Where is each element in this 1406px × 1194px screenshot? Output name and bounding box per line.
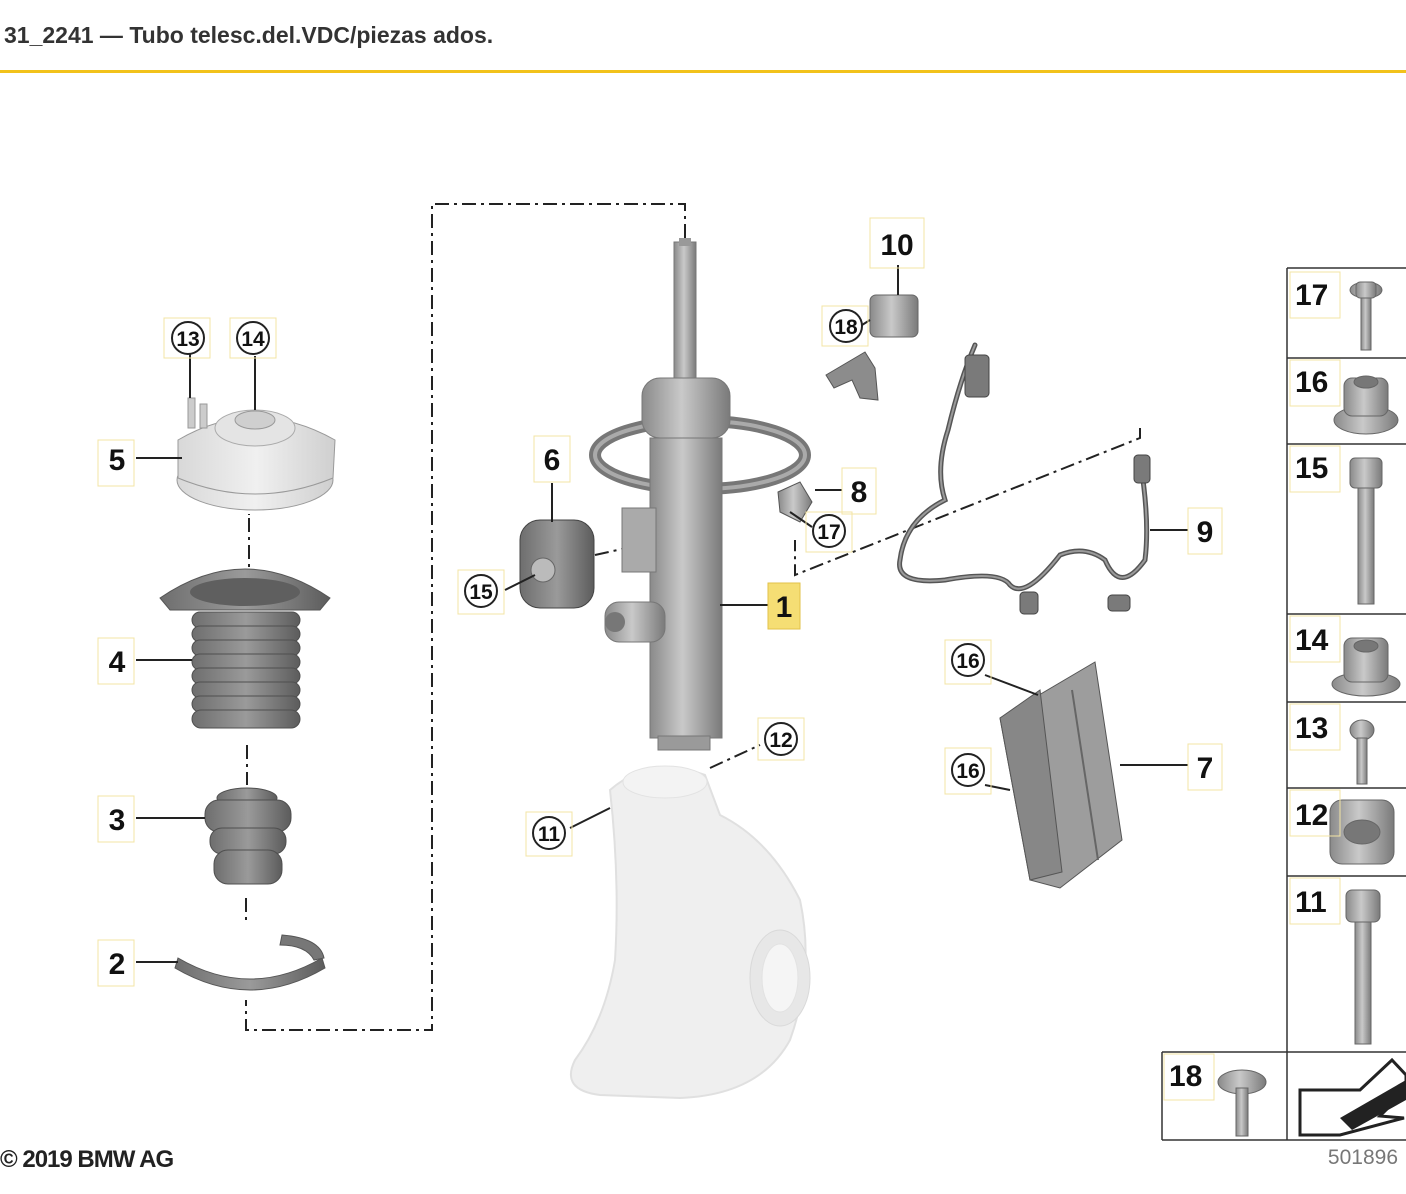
top-mount: [176, 397, 336, 511]
legend-12[interactable]: 12: [1295, 799, 1328, 832]
legend-15[interactable]: 15: [1295, 452, 1328, 485]
wiring-harness: [897, 342, 1151, 615]
callout-9[interactable]: 9: [1197, 516, 1214, 549]
callout-8[interactable]: 8: [851, 476, 868, 509]
ref-13[interactable]: 13: [176, 328, 199, 351]
spring-seat: [174, 934, 326, 991]
steering-knuckle: [569, 765, 811, 1100]
ref-11[interactable]: 11: [538, 823, 561, 846]
legend-14[interactable]: 14: [1295, 624, 1329, 657]
callout-2[interactable]: 2: [109, 948, 126, 981]
callout-7[interactable]: 7: [1197, 752, 1214, 785]
height-sensor: [825, 294, 919, 401]
dust-boot: [159, 568, 331, 729]
damper-mount: [519, 519, 595, 609]
circled-refs: [163, 305, 992, 857]
legend-13[interactable]: 13: [1295, 712, 1328, 745]
hardware-legend: [1161, 267, 1406, 1141]
ref-12[interactable]: 12: [769, 729, 792, 752]
ref-16-lower[interactable]: 16: [956, 760, 979, 783]
document-number: 501896: [1327, 1146, 1398, 1169]
vdc-control-unit: [999, 661, 1123, 889]
callout-10[interactable]: 10: [880, 229, 913, 262]
callout-3[interactable]: 3: [109, 804, 126, 837]
page-header: 31_2241 — Tubo telesc.del.VDC/piezas ado…: [0, 0, 1406, 73]
ref-17[interactable]: 17: [817, 521, 840, 544]
ref-18[interactable]: 18: [834, 316, 858, 339]
bump-stop: [204, 787, 292, 885]
ref-14[interactable]: 14: [241, 328, 265, 351]
callout-5[interactable]: 5: [109, 444, 126, 477]
ref-16-upper[interactable]: 16: [956, 650, 979, 673]
vdc-strut: [589, 238, 811, 751]
parts-diagram: 1 5 4 3 2 6 8 9 7 10: [97, 203, 1406, 1141]
callout-1-highlight: [767, 582, 801, 630]
ref-15[interactable]: 15: [469, 581, 493, 604]
callout-1[interactable]: 1: [776, 591, 793, 624]
callout-6[interactable]: 6: [544, 444, 561, 477]
legend-18[interactable]: 18: [1169, 1060, 1202, 1093]
callout-4[interactable]: 4: [109, 646, 126, 679]
leader-lines: [136, 265, 1188, 963]
callout-labels: 1 5 4 3 2 6 8 9 7 10: [97, 217, 1223, 987]
legend-16[interactable]: 16: [1295, 366, 1328, 399]
page-title: 31_2241 — Tubo telesc.del.VDC/piezas ado…: [4, 22, 494, 48]
legend-11[interactable]: 11: [1295, 886, 1327, 919]
copyright-notice: © 2019 BMW AG: [0, 1146, 174, 1173]
legend-numbers: 17 16 15 14 13 12 11 18: [1163, 271, 1341, 1101]
circled-ref-text: 13 14 15 17 18 12 11 16 16: [176, 316, 979, 846]
legend-17[interactable]: 17: [1295, 279, 1328, 312]
